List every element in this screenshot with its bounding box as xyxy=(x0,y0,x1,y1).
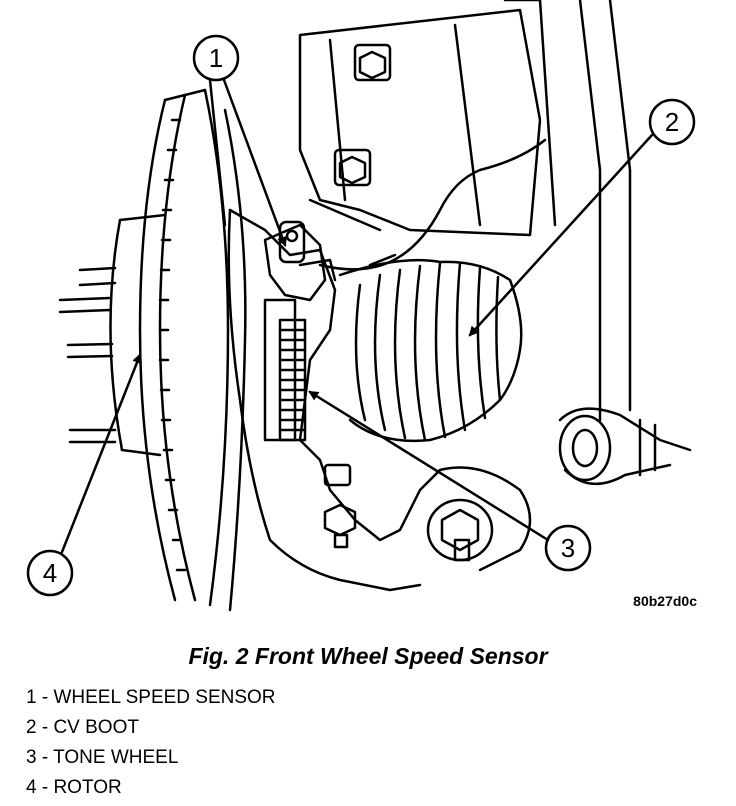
wheel-speed-sensor-illustration: 1 2 3 4 80b27d0c xyxy=(26,0,697,612)
tone-wheel xyxy=(278,318,307,442)
callout-2 xyxy=(468,98,696,337)
cv-boot xyxy=(338,258,523,443)
sensor-head xyxy=(263,220,337,302)
legend-item-cv-boot: 2 - CV BOOT xyxy=(26,717,139,738)
bolt-head-lower xyxy=(333,148,372,187)
parts-legend: 1 - WHEEL SPEED SENSOR 2 - CV BOOT 3 - T… xyxy=(26,683,276,803)
callout-3-number: 3 xyxy=(561,533,575,563)
callout-3 xyxy=(308,390,592,572)
legend-item-wheel-speed-sensor: 1 - WHEEL SPEED SENSOR xyxy=(26,687,276,708)
figure-caption: Fig. 2 Front Wheel Speed Sensor xyxy=(188,643,548,669)
callout-4 xyxy=(26,353,142,597)
callout-2-number: 2 xyxy=(665,107,679,137)
upper-bracket xyxy=(298,8,542,237)
callout-1-number: 1 xyxy=(209,43,223,73)
brake-rotor xyxy=(138,88,247,612)
legend-item-rotor: 4 - ROTOR xyxy=(26,777,122,798)
strut-tube xyxy=(503,0,632,422)
figure-reference-code: 80b27d0c xyxy=(633,593,697,609)
bolt-head-upper xyxy=(353,43,392,82)
callout-1 xyxy=(192,34,287,247)
wheel-hub xyxy=(58,213,167,457)
callout-4-number: 4 xyxy=(43,558,57,588)
sensor-wire xyxy=(318,138,547,271)
legend-item-tone-wheel: 3 - TONE WHEEL xyxy=(26,747,179,768)
sway-bar-link xyxy=(558,407,692,486)
